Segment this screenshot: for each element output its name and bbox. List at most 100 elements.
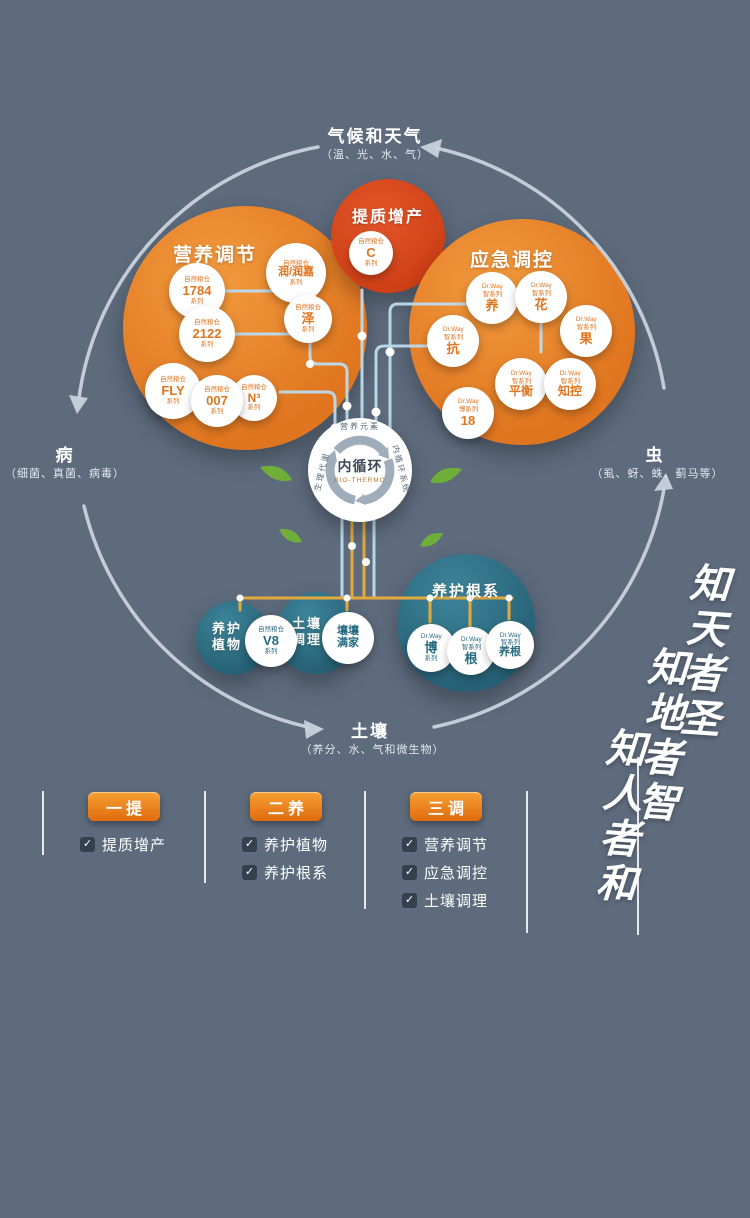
divider-line [637,757,639,935]
quality-title: 提质增产 [351,209,424,226]
product-name: 博 [424,639,438,655]
product-brand: Dr.Way [510,370,532,377]
product-brand: Dr.Way [530,282,552,290]
product-brand: Dr.Way [460,636,482,644]
hub-center: 内循环 BIO-THERMO [308,418,412,522]
product-circle-hua: Dr.Way 智系列 花 [515,271,567,323]
product-circle-rangrang: 壤壤 满家 [322,612,374,664]
checkbox-icon: ✓ [402,892,417,908]
product-circle-v8: 自然粮仓 V8 系列 [245,615,297,667]
product-circle-007: 自然粮仓 007 系列 [191,375,243,427]
nutrition-title: 营养调节 [172,245,257,266]
product-name: 润/润嘉 [277,266,315,279]
product-series: 智系列 [531,290,551,297]
checklist-item: ✓ 养护植物 [242,834,328,854]
product-brand: 自然粮仓 [258,626,284,634]
soil-conditioning-title-line2: 调理 [291,632,322,647]
checklist-label: 养护根系 [264,864,329,882]
product-brand: Dr.Way [575,316,597,324]
product-series: 系列 [166,398,180,405]
product-circle-guo: Dr.Way 智系列 果 [560,305,612,357]
product-name: 满家 [337,637,359,649]
product-name: N³ [247,390,261,405]
inner-cycle-hub: 营养元素 生理代谢 内循环系统 内循环 BIO-THERMO [308,418,412,522]
checklist-label: 养护植物 [264,836,329,854]
soil-conditioning-title-line1: 土壤 [291,616,322,631]
product-brand: Dr.Way [559,370,581,377]
product-circle-yanggen: Dr.Way 智系列 养根 [486,621,534,669]
product-name: 泽 [301,310,315,326]
cycle-sublabel-soil: （养分、水、气和微生物） [300,744,445,756]
product-series: 智系列 [500,639,520,646]
cycle-sublabel-insect: （虱、蚜、蛛、蓟马等） [591,468,724,480]
product-series: 博系列 [458,406,478,413]
product-circle-ze: 自然粮仓 泽 系列 [284,295,332,343]
checkbox-icon: ✓ [242,836,257,852]
divider-line [526,791,528,933]
product-circle-zhikong: Dr.Way 智系列 知控 [544,358,596,410]
checklist-item: ✓ 应急调控 [402,862,488,882]
product-brand: Dr.Way [442,326,464,334]
product-series: 系列 [264,648,278,655]
arrow-left-icon [69,395,88,414]
product-brand: Dr.Way [499,631,521,639]
checklist-item: ✓ 养护根系 [242,862,328,882]
product-name: 知控 [557,384,582,399]
cycle-sublabel-climate: （温、光、水、气） [321,149,429,161]
product-series: 系列 [301,326,315,333]
cycle-label-disease: 病 [55,446,75,465]
product-circle-yang: Dr.Way 智系列 养 [466,272,518,324]
product-name: 养 [485,297,499,313]
product-name: V8 [263,632,279,648]
product-series: 系列 [247,404,261,412]
product-name: 平衡 [508,384,533,399]
checkbox-icon: ✓ [80,836,95,852]
cycle-label-soil: 土壤 [351,722,389,741]
product-brand: 自然粮仓 [160,376,186,384]
product-brand: 自然粮仓 [283,259,309,267]
product-series: 系列 [190,298,204,305]
product-series: 系列 [289,279,303,286]
cycle-label-insect: 虫 [645,446,665,465]
product-series: 系列 [200,341,214,348]
badge-three-regulate: 三调 [410,792,482,821]
cycle-sublabel-disease: （细菌、真菌、病毒） [5,468,125,480]
product-brand: 自然粮仓 [295,304,321,312]
product-brand: 自然粮仓 [241,384,267,391]
hub-title: 内循环 [337,458,383,474]
leaf-icon [420,533,444,547]
emergency-title: 应急调控 [469,250,554,271]
product-name: 18 [460,412,476,428]
checklist-item: ✓ 土壤调理 [402,890,488,910]
product-brand: 自然粮仓 [194,319,220,327]
product-series: 智系列 [461,644,481,651]
product-brand: Dr.Way [457,398,479,406]
product-series: 智系列 [443,334,463,341]
product-name: C [366,244,376,260]
product-name: 养根 [499,645,521,658]
product-series: 智系列 [576,324,596,331]
product-series: 系列 [424,655,438,662]
soil-conditioning-title: 土壤 调理 [279,616,335,648]
product-circle-run: 自然粮仓 润/润嘉 系列 [266,243,326,303]
product-series: 智系列 [482,291,502,298]
product-brand: 自然粮仓 [358,238,384,246]
product-brand: 自然粮仓 [204,386,230,394]
product-name: 花 [534,296,548,312]
checklist-label: 提质增产 [102,836,167,854]
product-name: 007 [206,392,228,408]
product-name: 根 [464,650,478,666]
plant-care-title-line1: 养护 [211,621,242,636]
hub-label-top: 营养元素 [340,422,380,431]
plant-care-title: 养护 植物 [198,621,256,653]
leaf-icon [278,529,302,543]
calligraphy-know-people: 知人者和 [587,725,648,909]
product-name: 抗 [446,340,460,356]
badge-two-nurture: 二养 [250,792,322,821]
badge-one-improve: 一提 [88,792,160,821]
product-name: 果 [579,330,593,346]
product-circle-pingheng: Dr.Way 智系列 平衡 [495,358,547,410]
leaf-icon [430,467,463,484]
divider-line [42,791,44,855]
